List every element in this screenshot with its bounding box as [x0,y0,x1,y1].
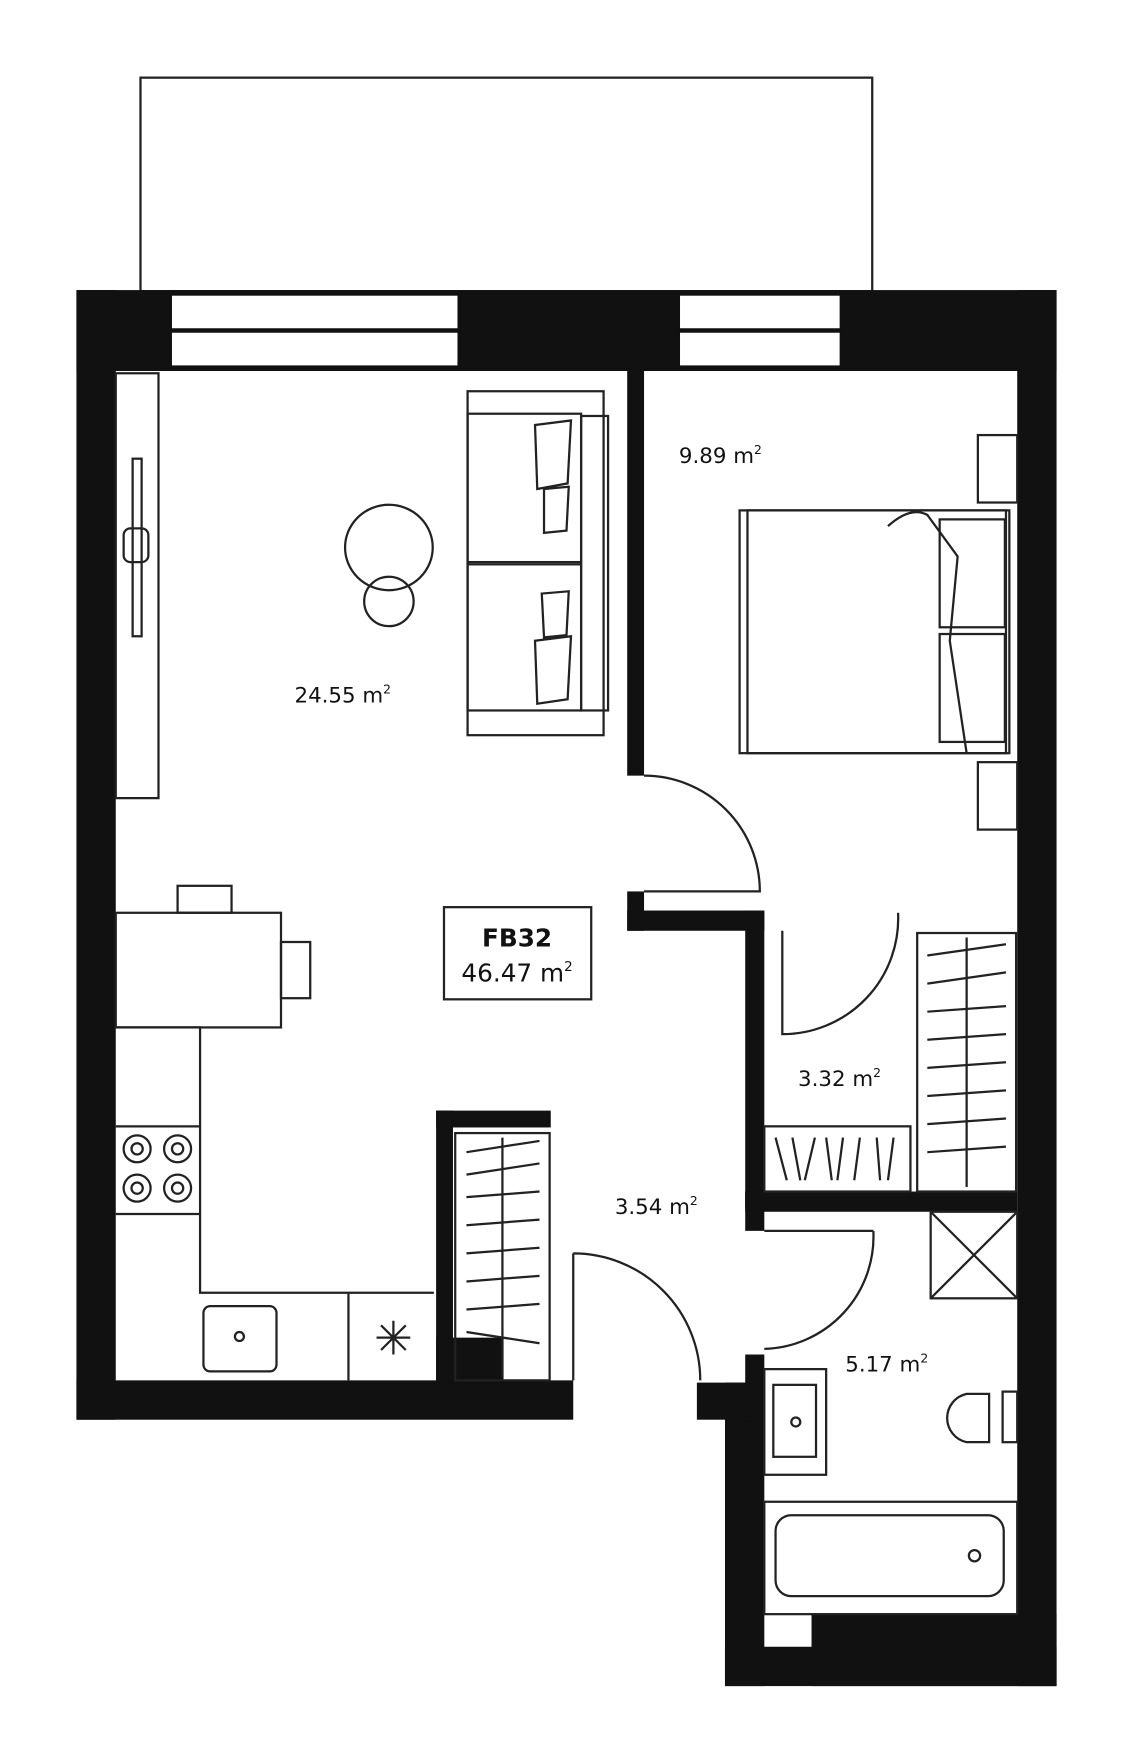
walls [76,290,1057,1687]
toilet-icon [946,1392,991,1444]
washbasin-icon [763,1367,828,1476]
room-area-living: 24.55 m2 [294,683,391,709]
wardrobes [454,931,1018,1382]
doors [572,774,900,1381]
windows [169,293,842,368]
room-area-hallway: 3.54 m2 [615,1194,698,1220]
kitchen-sink-icon [202,1305,278,1373]
kitchen [115,1026,434,1381]
balcony [139,76,874,293]
room-area-closet: 3.32 m2 [798,1066,881,1092]
stove-icon [122,1134,193,1203]
unit-label-box [442,906,593,1001]
fridge-icon [376,1320,411,1355]
unit-code: FB32 [482,923,552,952]
room-area-bedroom: 9.89 m2 [679,443,762,469]
room-area-bathroom: 5.17 m2 [845,1351,928,1377]
living-furniture [114,372,610,1029]
shower-icon [929,1210,1019,1300]
bed [738,433,1019,831]
bathtub-icon [763,1500,1019,1616]
unit-total-area: 46.47 m2 [461,958,572,987]
bathroom-fixtures [763,1210,1019,1616]
